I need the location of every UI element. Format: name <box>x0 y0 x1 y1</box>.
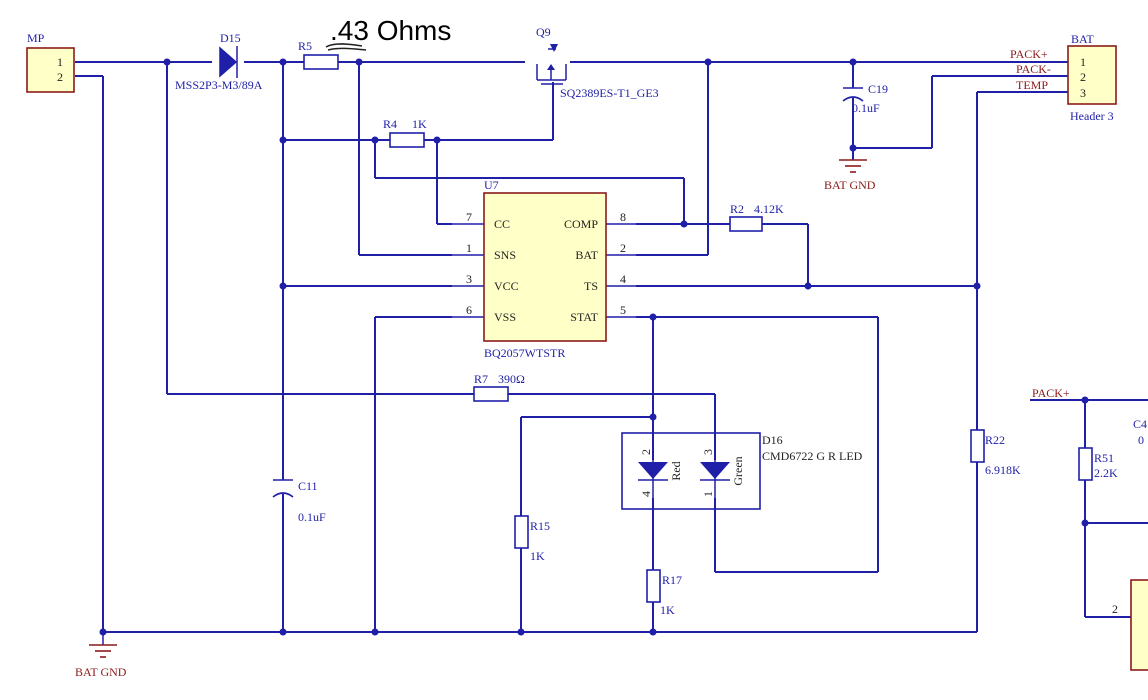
r15-ref: R15 <box>530 519 550 533</box>
c4x-ref: C4 <box>1133 417 1147 431</box>
resistor-r51: R51 2.2K <box>1078 447 1118 481</box>
u7-pin-num-sns: 1 <box>466 241 472 255</box>
u7-pin-name-bat: BAT <box>575 248 598 262</box>
ic-u7: U7 BQ2057WTSTR 7 1 3 6 CC SNS VCC VSS 8 … <box>452 178 636 360</box>
mp-pin-1: 1 <box>57 55 63 69</box>
resistor-r15: R15 1K <box>514 515 550 563</box>
annotation-scribble <box>325 43 367 51</box>
u7-pin-num-stat: 5 <box>620 303 626 317</box>
d16-ref: D16 <box>762 433 783 447</box>
c19-ref: C19 <box>868 82 888 96</box>
d16-red-label: Red <box>669 461 683 480</box>
u7-pin-name-vss: VSS <box>494 310 516 324</box>
r4-value: 1K <box>412 117 427 131</box>
c19-value: 0.1uF <box>852 101 880 115</box>
u7-pin-num-cc: 7 <box>466 210 472 224</box>
ground-symbol-c19: BAT GND <box>824 159 876 192</box>
u7-pin-num-vss: 6 <box>466 303 472 317</box>
bat-ref: BAT <box>1071 32 1094 46</box>
u7-pin-name-stat: STAT <box>570 310 598 324</box>
r7-value: 390Ω <box>498 372 525 386</box>
u7-pin-num-ts: 4 <box>620 272 626 286</box>
d16-pin-2: 2 <box>639 449 653 455</box>
net-pack-minus: PACK- <box>1016 62 1051 76</box>
r5-ref: R5 <box>298 39 312 53</box>
bat-header: BAT 1 2 3 Header 3 <box>1067 32 1117 123</box>
c11-value: 0.1uF <box>298 510 326 524</box>
mp-connector: MP 1 2 <box>26 31 75 93</box>
u7-pin-num-vcc: 3 <box>466 272 472 286</box>
d16-pin-3: 3 <box>701 449 715 455</box>
partial-ic-right: 2 <box>1112 579 1148 671</box>
bat-gnd-label-bottom: BAT GND <box>75 665 127 679</box>
bat-pin-1: 1 <box>1080 55 1086 69</box>
d16-green-label: Green <box>731 456 745 485</box>
r2-value: 4.12K <box>754 202 784 216</box>
capacitor-c11: C11 0.1uF <box>272 479 326 524</box>
u7-pin-num-bat: 2 <box>620 241 626 255</box>
resistor-r17: R17 1K <box>646 569 682 617</box>
q9-ref: Q9 <box>536 25 551 39</box>
d16-pin-4: 4 <box>639 491 653 497</box>
bat-pin-2: 2 <box>1080 70 1086 84</box>
junctions <box>99 58 1089 636</box>
d16-value: CMD6722 G R LED <box>762 449 863 463</box>
resistor-r22: R22 6.918K <box>970 429 1021 477</box>
r17-ref: R17 <box>662 573 682 587</box>
diode-d15: D15 MSS2P3-M3/89A <box>175 31 263 92</box>
r17-value: 1K <box>660 603 675 617</box>
led-d16: D16 CMD6722 G R LED Red Green 2 4 3 1 <box>621 432 863 510</box>
d15-value: MSS2P3-M3/89A <box>175 78 263 92</box>
u7-pin-name-comp: COMP <box>564 217 598 231</box>
bat-value: Header 3 <box>1070 109 1114 123</box>
capacitor-c19: C19 0.1uF <box>842 82 888 115</box>
bat-pin-3: 3 <box>1080 86 1086 100</box>
mp-pin-2: 2 <box>57 70 63 84</box>
bat-gnd-label-top: BAT GND <box>824 178 876 192</box>
u7-value: BQ2057WTSTR <box>484 346 565 360</box>
r51-value: 2.2K <box>1094 466 1118 480</box>
partial-ic-pin-2: 2 <box>1112 602 1118 616</box>
r22-value: 6.918K <box>985 463 1021 477</box>
resistor-r4: R4 1K <box>383 117 427 148</box>
mp-ref: MP <box>27 31 45 45</box>
u7-pin-name-sns: SNS <box>494 248 516 262</box>
resistor-r2: R2 4.12K <box>729 202 784 232</box>
wires <box>75 61 1148 633</box>
r51-ref: R51 <box>1094 451 1114 465</box>
net-pack-plus-lower: PACK+ <box>1032 386 1070 400</box>
c11-ref: C11 <box>298 479 318 493</box>
q9-value: SQ2389ES-T1_GE3 <box>560 86 659 100</box>
d16-pin-1: 1 <box>701 491 715 497</box>
r15-value: 1K <box>530 549 545 563</box>
u7-pin-name-ts: TS <box>584 279 598 293</box>
u7-pin-num-comp: 8 <box>620 210 626 224</box>
net-pack-plus: PACK+ <box>1010 47 1048 61</box>
u7-ref: U7 <box>484 178 499 192</box>
d15-ref: D15 <box>220 31 241 45</box>
mosfet-q9: Q9 SQ2389ES-T1_GE3 <box>536 25 659 100</box>
net-temp: TEMP <box>1016 78 1048 92</box>
r4-ref: R4 <box>383 117 397 131</box>
resistor-r5: R5 <box>298 39 339 70</box>
resistor-r7: R7 390Ω <box>473 372 525 402</box>
annotation-resistance: .43 Ohms <box>330 15 451 46</box>
r2-ref: R2 <box>730 202 744 216</box>
r22-ref: R22 <box>985 433 1005 447</box>
u7-pin-name-vcc: VCC <box>494 279 519 293</box>
u7-pin-name-cc: CC <box>494 217 510 231</box>
ground-symbol-main: BAT GND <box>75 632 127 679</box>
c4x-value: 0 <box>1138 433 1144 447</box>
r7-ref: R7 <box>474 372 488 386</box>
